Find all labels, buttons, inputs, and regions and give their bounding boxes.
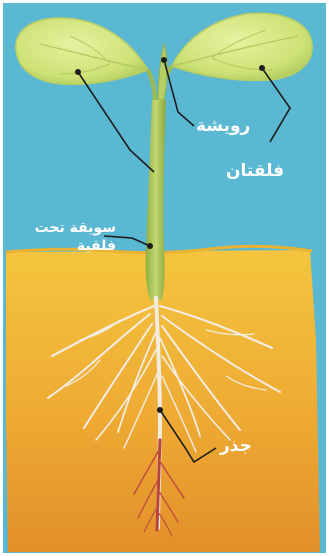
- leader-dot-hypocotyl: [147, 243, 153, 249]
- leader-dot-cotyledon-right: [259, 65, 265, 71]
- leader-dot-root: [157, 407, 163, 413]
- label-hypocotyl: سويقة تحت فلقية: [16, 220, 116, 255]
- label-plumule: رويشة: [196, 118, 250, 135]
- label-hypocotyl-line1: سويقة تحت: [16, 220, 116, 238]
- leader-dot-plumule: [161, 57, 167, 63]
- label-hypocotyl-line2: فلقية: [16, 238, 116, 256]
- soil: [6, 250, 320, 552]
- label-root: جذر: [220, 438, 252, 455]
- leader-dot-cotyledon-left: [75, 69, 81, 75]
- label-cotyledons: فلقتان: [226, 163, 284, 180]
